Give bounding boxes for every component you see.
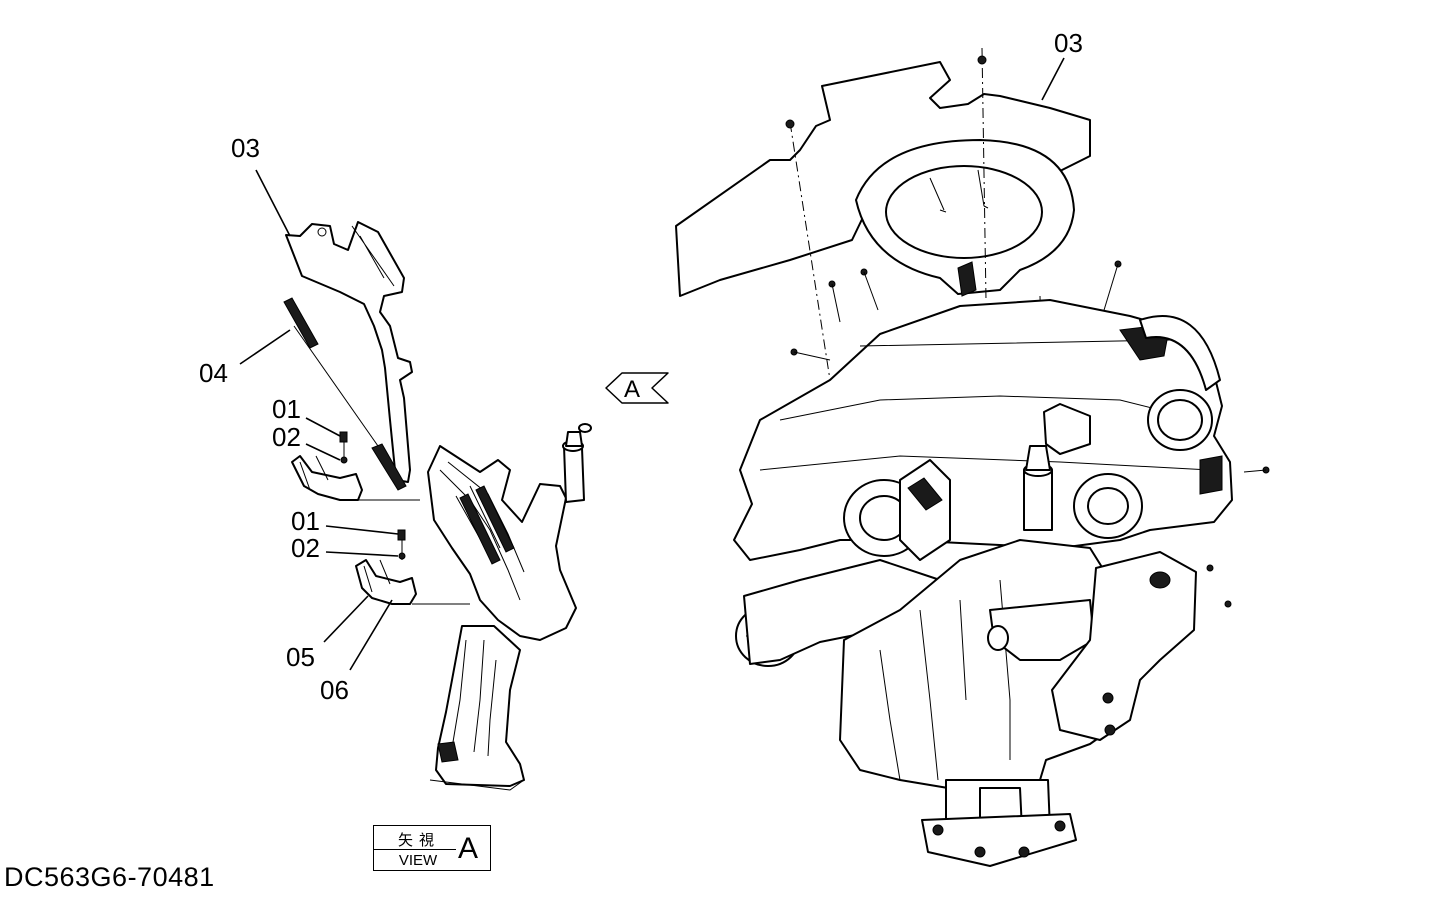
label-left-05: 05 [286,642,315,672]
left-steering-column [563,445,585,503]
right-meter-hood-opening [885,165,1043,259]
left-screws-lower [397,529,406,560]
label-left-06: 06 [320,675,349,705]
view-legend-divider [374,849,456,850]
view-arrow-a: A [605,372,669,404]
view-legend-japanese: 矢視 [397,831,440,849]
label-left-01-b: 01 [291,506,320,536]
view-legend-letter: A [458,832,479,865]
label-left-02-b: 02 [291,533,320,563]
view-arrow-letter: A [624,376,640,403]
right-assembly [675,47,1270,867]
left-grommet-strip [283,297,319,349]
label-left-04: 04 [199,358,228,388]
left-grommet-strip-lower [371,443,407,491]
right-leader-03 [1041,57,1065,101]
right-base-plate [921,813,1077,867]
drawing-code: DC563G6-70481 [4,862,215,892]
left-cover-rail [351,225,395,287]
right-side-pod [1051,551,1197,741]
label-left-03: 03 [231,133,260,163]
label-right-03: 03 [1054,28,1083,58]
right-switch-block [1199,455,1223,495]
left-cover-panel [285,221,413,483]
left-assembly [283,221,592,791]
left-screws-upper [339,431,348,464]
label-left-02-a: 02 [272,422,301,452]
left-pedestal [435,625,525,787]
view-legend-english: VIEW [398,852,438,869]
left-labels: 03 04 01 02 01 02 05 06 [199,133,349,705]
view-a-legend-box: 矢視 VIEW A [373,825,491,871]
right-steering-column [1023,469,1053,531]
left-leaders [239,169,399,671]
label-left-01-a: 01 [272,394,301,424]
left-cover-hole [317,227,327,237]
left-lower-bracket [355,559,417,605]
